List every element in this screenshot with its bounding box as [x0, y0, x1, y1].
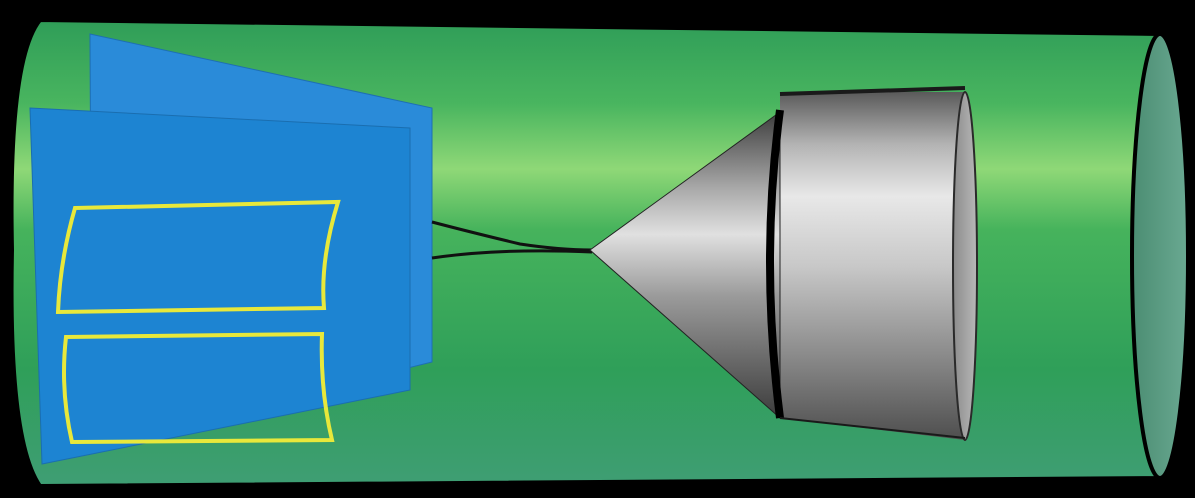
front-panel [29, 107, 411, 465]
panel-windows [55, 199, 341, 445]
tether-lines [431, 220, 593, 260]
nozzle [589, 86, 978, 441]
end-cap [1130, 32, 1190, 480]
